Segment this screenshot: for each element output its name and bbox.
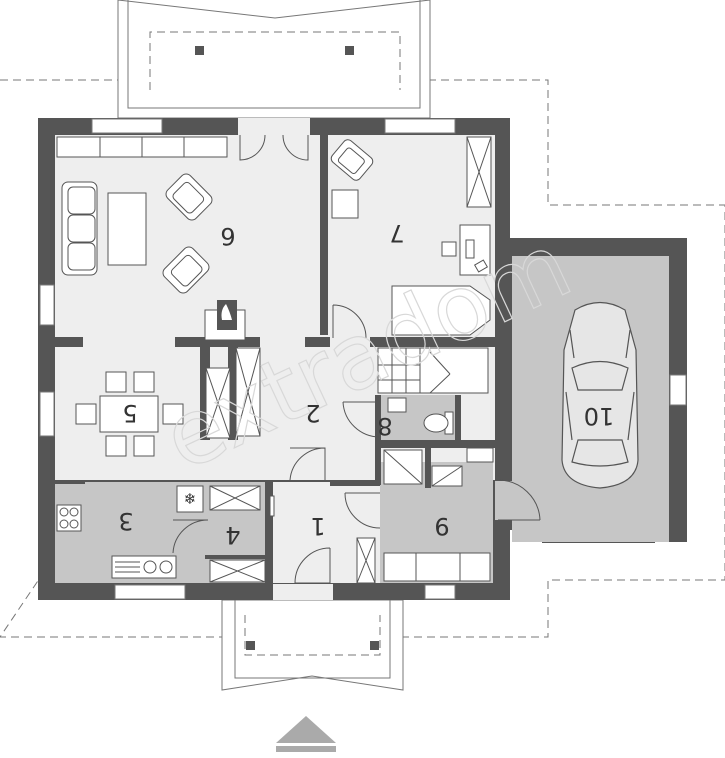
door-knob: [269, 495, 275, 517]
doors: [172, 134, 541, 584]
room-label-2: 2: [305, 399, 320, 427]
room-label-7: 7: [389, 219, 404, 247]
coffee-table: [107, 192, 147, 266]
window: [384, 118, 456, 134]
window: [91, 118, 163, 134]
room-label-5: 5: [122, 399, 137, 427]
terrace-post: [195, 46, 204, 55]
interior-walls: [55, 135, 512, 585]
fireplace: [204, 300, 246, 341]
window: [424, 584, 456, 600]
toilet-bowl: [423, 413, 449, 433]
desk-chair: [441, 241, 457, 257]
garage-entry-gap: [495, 480, 515, 520]
bathroom-fixtures: [383, 397, 494, 487]
window: [39, 284, 55, 326]
armchair: [330, 139, 374, 181]
porch-post: [370, 641, 379, 650]
window: [114, 584, 186, 600]
room-label-1: 1: [310, 512, 325, 540]
staircase: [377, 347, 489, 394]
porch-post: [246, 641, 255, 650]
utility-cabinet: [383, 552, 491, 582]
room-label-8: 8: [377, 412, 392, 440]
windows: [39, 118, 687, 600]
side-table: [331, 189, 359, 219]
entrance-arrow: [276, 716, 336, 752]
dining-table: [99, 395, 159, 433]
bed: [391, 285, 491, 336]
cooktop: [56, 504, 82, 532]
door-opening: [238, 118, 310, 136]
window: [669, 374, 687, 406]
desk: [459, 224, 491, 276]
room-label-9: 9: [434, 512, 449, 540]
top-terrace: [117, 0, 431, 119]
living-furniture: [56, 136, 246, 341]
fridge: [176, 485, 204, 513]
room-label-6: 6: [220, 222, 235, 250]
hall-fixtures: [269, 495, 491, 584]
room-label-3: 3: [118, 507, 133, 535]
bedroom-furniture: [330, 136, 492, 336]
entrance-porch: [221, 599, 404, 691]
door-opening: [273, 584, 333, 600]
room-label-4: 4: [225, 521, 240, 549]
svg-text:❄: ❄: [184, 490, 197, 508]
kitchen-fixtures: ❄: [56, 485, 266, 583]
room-label-10: 10: [584, 402, 615, 430]
armchair: [165, 173, 213, 221]
car: [561, 301, 639, 489]
terrace-post: [345, 46, 354, 55]
window: [39, 391, 55, 437]
sink: [387, 397, 407, 413]
dining-furniture: [75, 347, 261, 457]
armchair: [162, 246, 210, 294]
